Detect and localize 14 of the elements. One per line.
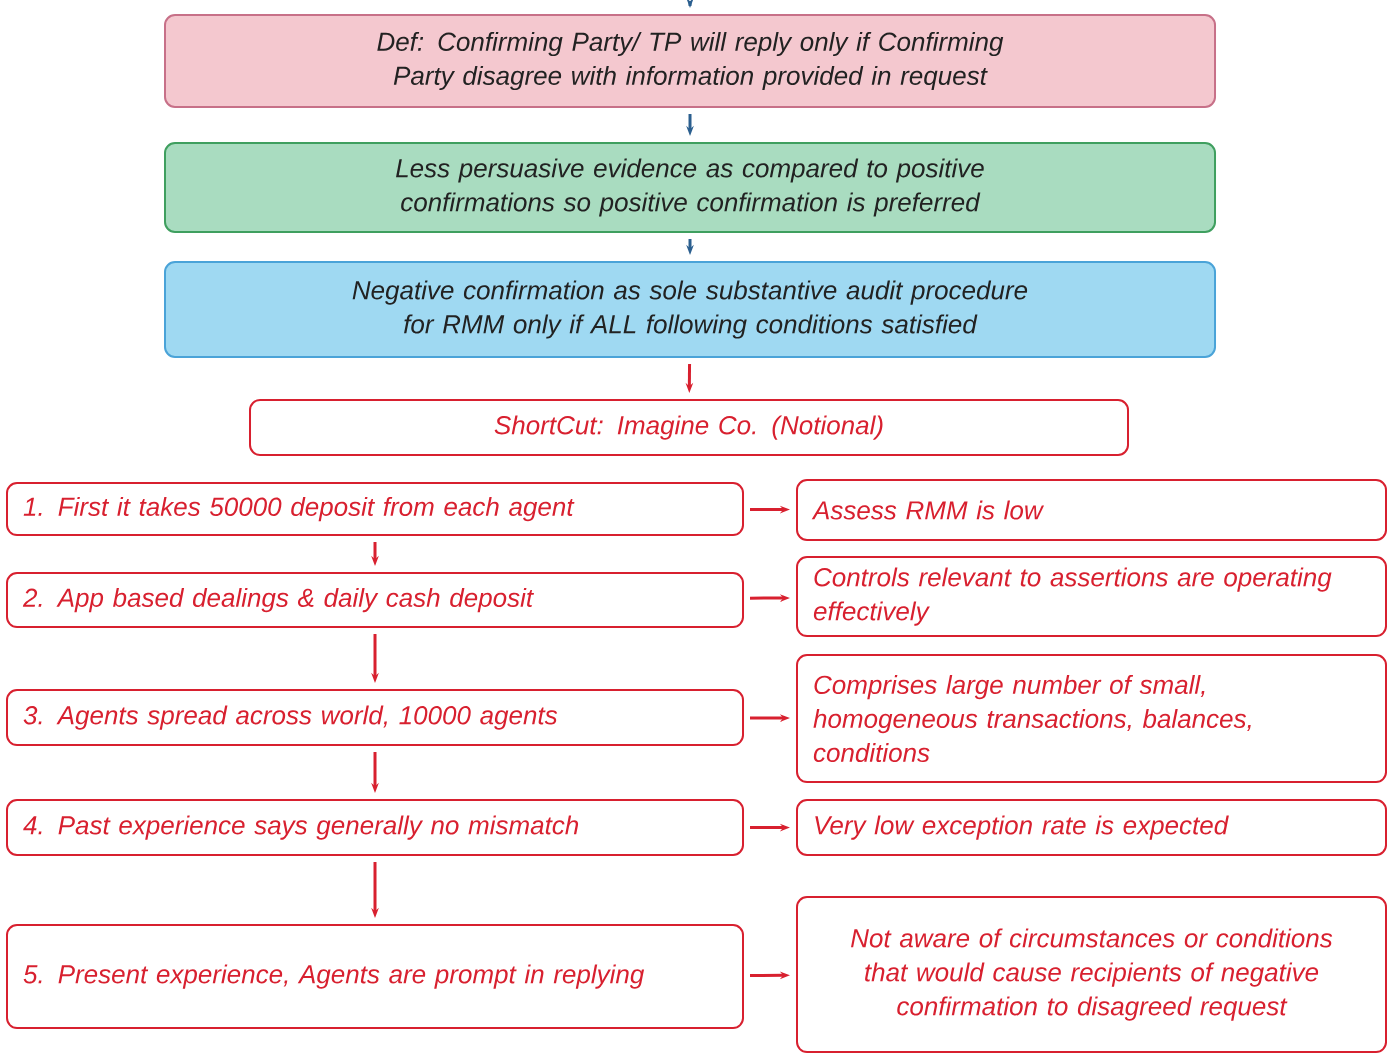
step-box: Controls relevant to assertions are operating effectively [796, 556, 1387, 637]
info-box: Negative confirmation as sole substantive audit procedure for RMM only if ALL following conditions satisfied [164, 261, 1216, 358]
step-box: 2. App based dealings & daily cash deposit [6, 572, 744, 628]
step-box: 5. Present experience, Agents are prompt in replying [6, 924, 744, 1029]
info-box: Less persuasive evidence as compared to positive confirmations so positive confirmation is preferred [164, 142, 1216, 233]
step-box: 3. Agents spread across world, 10000 agents [6, 689, 744, 746]
step-box: 1. First it takes 50000 deposit from each agent [6, 482, 744, 536]
step-box: Comprises large number of small, homogeneous transactions, balances, conditions [796, 654, 1387, 783]
step-box: Assess RMM is low [796, 479, 1387, 541]
step-box: 4. Past experience says generally no mismatch [6, 799, 744, 856]
step-box: Very low exception rate is expected [796, 799, 1387, 856]
info-box: Def: Confirming Party/ TP will reply only if Confirming Party disagree with information provided in request [164, 14, 1216, 108]
step-box: ShortCut: Imagine Co. (Notional) [249, 399, 1129, 456]
step-box: Not aware of circumstances or conditions that would cause recipients of negative confirmation to disagreed request [796, 896, 1387, 1053]
